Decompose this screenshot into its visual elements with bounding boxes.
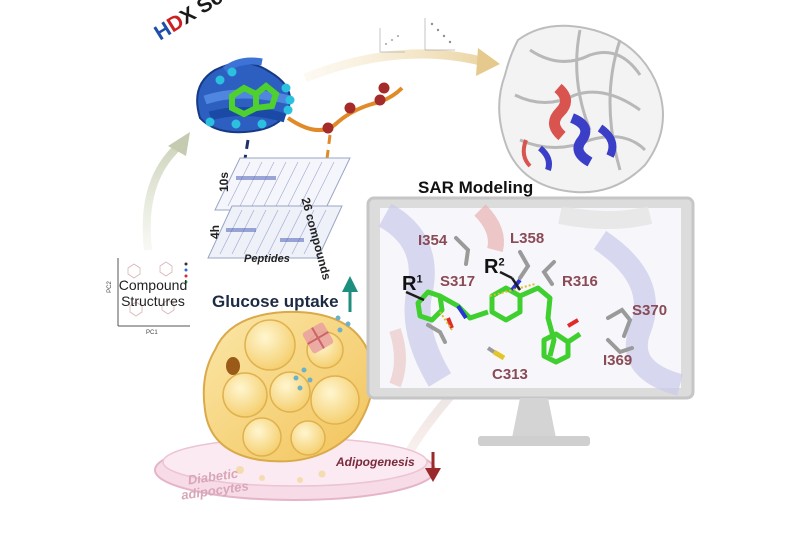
pca-x-label: PC1 — [146, 330, 158, 336]
sar-modeling-title: SAR Modeling — [418, 178, 534, 197]
glucose-up-arrow-icon — [342, 276, 358, 312]
residue-r316: R316 — [562, 273, 598, 290]
pca-y-label: PC2 — [106, 281, 113, 293]
sar-ligand-icon — [415, 285, 582, 365]
adipogenesis-down-arrow-icon — [425, 452, 441, 482]
adipogenesis-label: Adipogenesis — [336, 455, 415, 469]
compound-structures-line2: Structures — [121, 293, 185, 309]
r-group-2-sup: 2 — [498, 256, 505, 269]
glut-transporter-icon — [302, 322, 334, 354]
sar-scene — [378, 203, 684, 396]
residue-s317: S317 — [440, 273, 476, 290]
protein-ribbon-icon — [498, 24, 664, 194]
adipocyte-cell-icon — [202, 310, 374, 463]
r-group-2: R2 — [484, 256, 505, 279]
compound-structures-label: Compound Structures — [118, 277, 188, 309]
pca-plot-icon — [117, 258, 190, 327]
r-group-2-base: R — [484, 256, 499, 278]
r-group-1: R1 — [402, 273, 423, 296]
r-group-1-base: R — [402, 273, 417, 295]
r-group-1-sup: 1 — [416, 273, 423, 286]
compound-structures-line1: Compound — [118, 277, 188, 293]
hdx-time-top: 10s — [217, 171, 232, 193]
glucose-uptake-label: Glucose uptake — [212, 292, 339, 311]
hdx-ligand-icon — [229, 82, 280, 118]
hdx-heatmap-panels — [207, 157, 351, 259]
residue-l358: L358 — [510, 230, 545, 247]
hdx-peptides-label: Peptides — [244, 253, 290, 265]
residue-s370: S370 — [632, 302, 668, 319]
residue-c313: C313 — [492, 366, 528, 383]
residue-i369: I369 — [603, 352, 633, 369]
scatter-plot-icon — [379, 18, 455, 53]
residue-i354: I354 — [418, 232, 448, 249]
flow-arrow-hdx-to-protein — [303, 48, 500, 83]
flow-arrow-structures-to-hdx — [142, 132, 190, 251]
hdx-time-bottom: 4h — [208, 224, 223, 240]
